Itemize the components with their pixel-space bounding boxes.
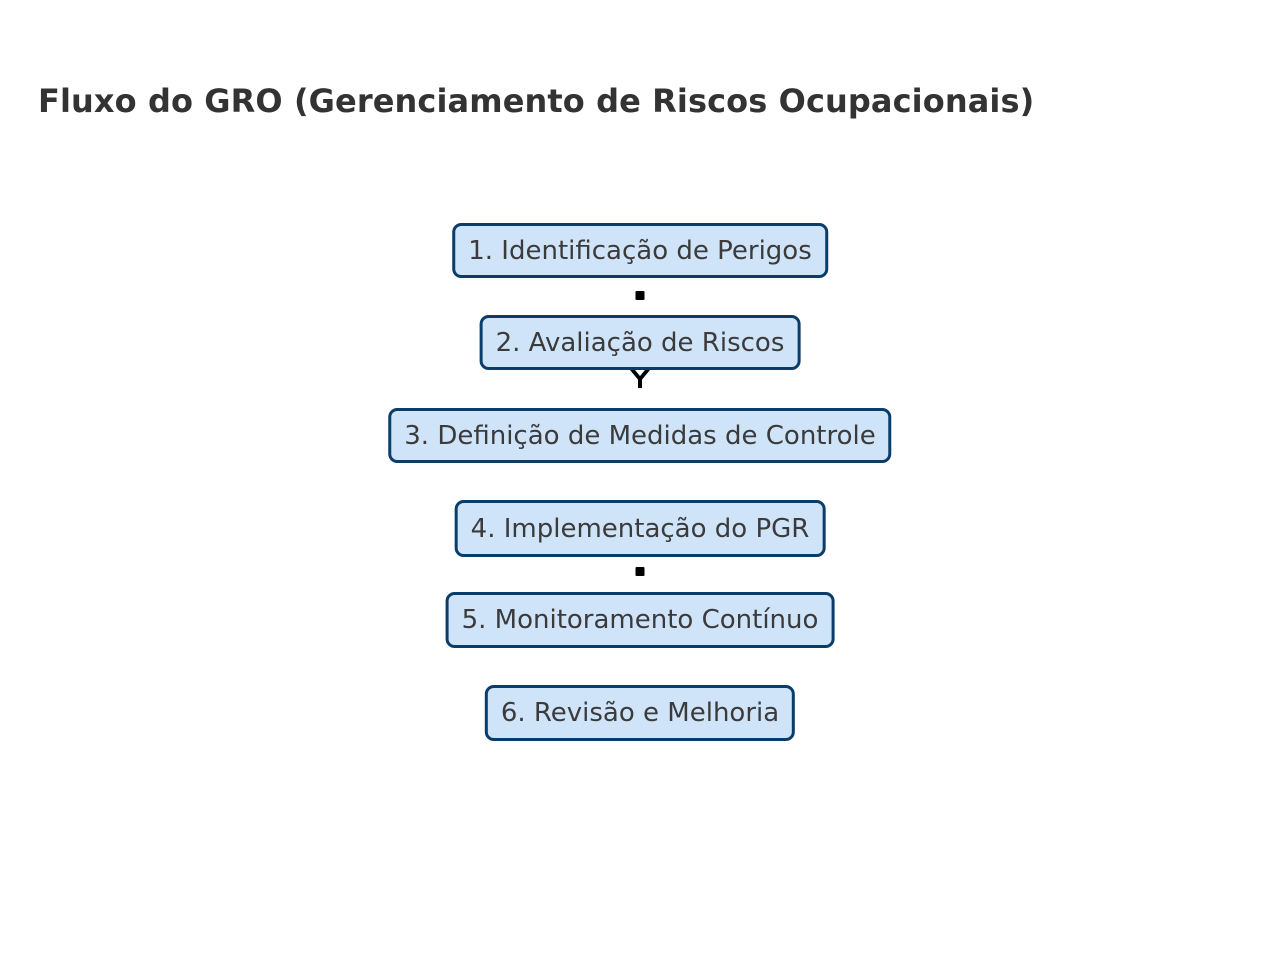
flow-node-1[interactable]: 1. Identificação de Perigos: [452, 223, 828, 278]
flow-node-4[interactable]: 4. Implementação do PGR: [454, 500, 826, 557]
connector-node1-node2-dot-icon: [635, 291, 645, 300]
flow-node-3[interactable]: 3. Definição de Medidas de Controle: [388, 408, 892, 463]
flow-node-2[interactable]: 2. Avaliação de Riscos: [479, 315, 801, 370]
flow-node-4-label: 4. Implementação do PGR: [470, 513, 810, 544]
connector-node2-node3-arrowhead-icon: [628, 370, 652, 388]
flow-node-1-label: 1. Identificação de Perigos: [468, 235, 812, 266]
flow-node-6-label: 6. Revisão e Melhoria: [500, 698, 780, 728]
flow-node-6[interactable]: 6. Revisão e Melhoria: [484, 685, 796, 741]
connector-node4-node5-dot-icon: [635, 567, 645, 576]
page-title: Fluxo do GRO (Gerenciamento de Riscos Oc…: [38, 82, 1035, 120]
flow-node-5-label: 5. Monitoramento Contínuo: [461, 605, 819, 635]
flow-node-2-label: 2. Avaliação de Riscos: [495, 327, 785, 358]
flow-node-3-label: 3. Definição de Medidas de Controle: [404, 420, 876, 451]
flow-node-5[interactable]: 5. Monitoramento Contínuo: [445, 592, 835, 648]
